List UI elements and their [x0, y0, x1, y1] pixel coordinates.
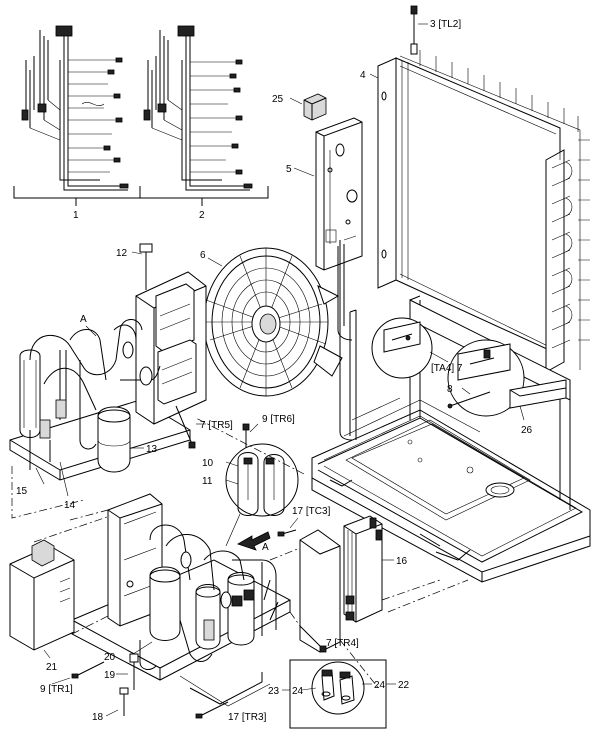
fitting-detail-box: 24 24 22 23: [268, 659, 410, 729]
callout-8: 8: [447, 384, 453, 395]
callout-26: 26: [521, 425, 533, 436]
callout-17-tc3: 17 [TC3]: [292, 506, 331, 517]
callout-13: 13: [146, 444, 158, 455]
callout-15: 15: [16, 486, 28, 497]
heat-exchanger-coil: 4: [360, 50, 590, 373]
control-box: 21: [9, 539, 75, 673]
sensor-tr6-detail: 9 [TR6] 10 11: [202, 414, 299, 547]
callout-14: 14: [64, 500, 76, 511]
callout-18: 18: [92, 712, 104, 723]
callout-23: 23: [268, 686, 280, 697]
sensor-ta4-detail: [TA4] 7 8 26: [371, 317, 567, 436]
wiring-harness-2: [143, 25, 253, 191]
callout-24-left: 24: [292, 686, 304, 697]
fan-guard-assembly: 6: [200, 247, 343, 397]
callout-7-tr5: 7 [TR5]: [200, 420, 233, 431]
callout-10: 10: [202, 458, 214, 469]
callout-ta4-7: [TA4] 7: [431, 363, 463, 374]
relay-component: 25: [272, 93, 327, 121]
callout-6: 6: [200, 250, 206, 261]
callout-19: 19: [104, 670, 116, 681]
callout-16: 16: [396, 556, 408, 567]
callout-5: 5: [286, 164, 292, 175]
callout-25: 25: [272, 94, 284, 105]
assembly-guide-lines: [11, 417, 469, 691]
callout-1: 1: [73, 210, 79, 221]
compressor-assembly-upper: 12 A 7 [TR5] 13 15 14: [9, 243, 233, 511]
callout-11: 11: [202, 476, 213, 487]
callout-4: 4: [360, 70, 366, 81]
callout-2: 2: [199, 210, 205, 221]
callout-24-right: 24: [374, 680, 386, 691]
wiring-harness-1: [21, 25, 129, 191]
fan-motor-support: 5: [286, 117, 363, 341]
compressor-assembly-lower: A 17 [TC3] 20 19 18 17 [TR3] 9 [TR1]: [40, 493, 331, 723]
callout-9-tr1: 9 [TR1]: [40, 684, 73, 695]
plate-heat-exchanger: 16 7 [TR4]: [299, 515, 408, 653]
callout-17-tr3: 17 [TR3]: [228, 712, 267, 723]
callout-21: 21: [46, 662, 58, 673]
callout-9-tr6: 9 [TR6]: [262, 414, 295, 425]
sensor-tl2: 3 [TL2]: [410, 5, 461, 55]
view-label-a-upper: A: [80, 314, 87, 325]
callout-12: 12: [116, 248, 128, 259]
view-label-a-lower: A: [262, 542, 269, 553]
base-pan: [311, 240, 591, 583]
harness-bracket: 1 2: [13, 186, 269, 221]
callout-22: 22: [398, 680, 410, 691]
callout-20: 20: [104, 652, 116, 663]
callout-3: 3 [TL2]: [430, 19, 461, 30]
